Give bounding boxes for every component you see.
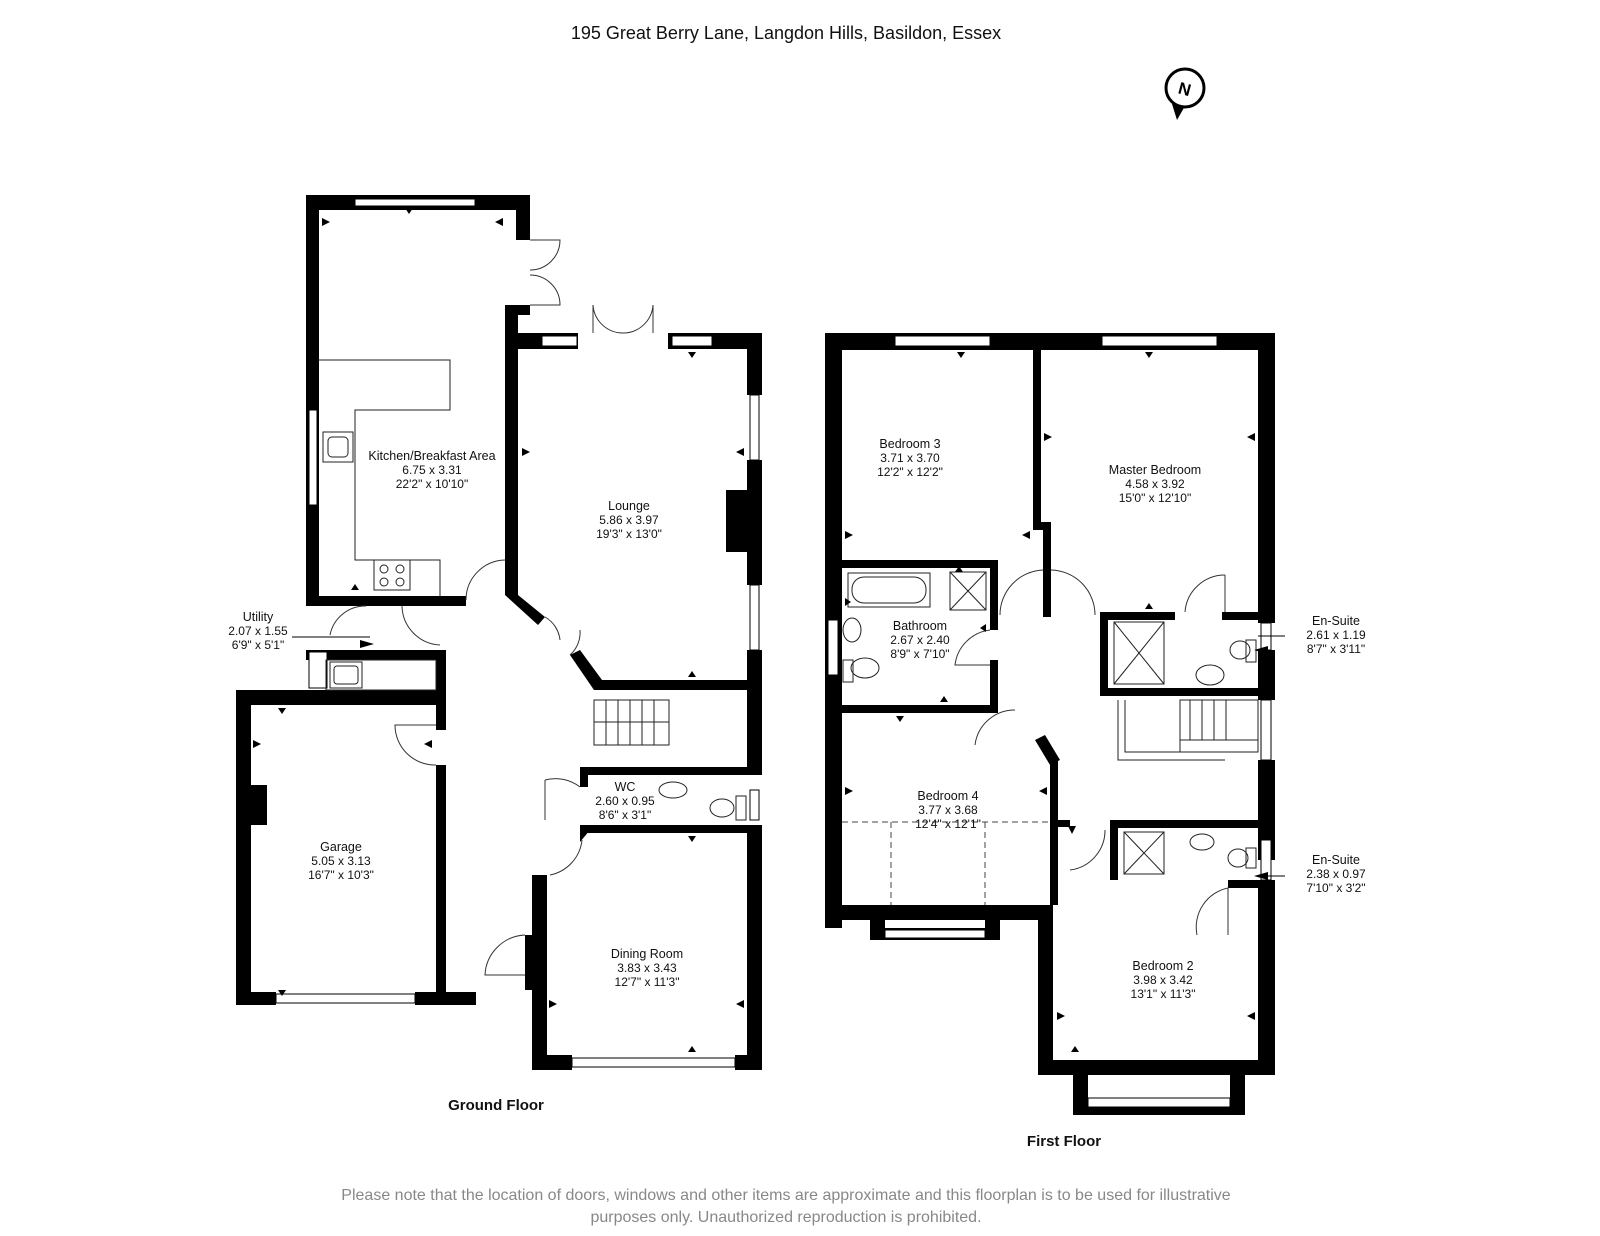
svg-text:4.58 x 3.92: 4.58 x 3.92 — [1125, 477, 1185, 491]
svg-text:22'2" x 10'10": 22'2" x 10'10" — [396, 477, 469, 491]
svg-text:2.60 x 0.95: 2.60 x 0.95 — [595, 794, 655, 808]
first-floor-doors — [954, 569, 1229, 936]
room-label-garage: Garage 5.05 x 3.13 16'7" x 10'3" — [308, 840, 374, 882]
room-label-kitchen: Kitchen/Breakfast Area 6.75 x 3.31 22'2"… — [368, 449, 495, 491]
svg-text:12'2" x 12'2": 12'2" x 12'2" — [877, 465, 943, 479]
ground-floor-walls — [236, 195, 762, 1070]
svg-text:3.83 x 3.43: 3.83 x 3.43 — [617, 961, 677, 975]
room-label-bathroom: Bathroom 2.67 x 2.40 8'9" x 7'10" — [890, 619, 950, 661]
room-label-bedroom4: Bedroom 4 3.77 x 3.68 12'4" x 12'1" — [915, 789, 981, 831]
svg-text:En-Suite: En-Suite — [1312, 853, 1360, 867]
svg-text:Kitchen/Breakfast Area: Kitchen/Breakfast Area — [368, 449, 495, 463]
room-label-bedroom3: Bedroom 3 3.71 x 3.70 12'2" x 12'2" — [877, 437, 943, 479]
svg-text:12'4" x 12'1": 12'4" x 12'1" — [915, 817, 981, 831]
svg-text:Bedroom 3: Bedroom 3 — [879, 437, 940, 451]
ground-floor-fixtures — [278, 359, 747, 996]
room-label-master-bedroom: Master Bedroom 4.58 x 3.92 15'0" x 12'10… — [1109, 463, 1201, 505]
svg-text:8'6" x 3'1": 8'6" x 3'1" — [599, 808, 651, 822]
svg-text:5.86 x 3.97: 5.86 x 3.97 — [599, 513, 659, 527]
first-floor-measure-marks — [845, 352, 1268, 1052]
room-label-utility: Utility 2.07 x 1.55 6'9" x 5'1" — [228, 610, 288, 652]
svg-text:3.71 x 3.70: 3.71 x 3.70 — [880, 451, 940, 465]
svg-text:2.67 x 2.40: 2.67 x 2.40 — [890, 633, 950, 647]
first-floor-fixtures — [842, 571, 1259, 905]
svg-text:En-Suite: En-Suite — [1312, 614, 1360, 628]
disclaimer-line-1: Please note that the location of doors, … — [341, 1187, 1230, 1204]
property-address-title: 195 Great Berry Lane, Langdon Hills, Bas… — [571, 23, 1001, 43]
ground-floor-measure-marks — [253, 208, 744, 1052]
svg-text:7'10" x 3'2": 7'10" x 3'2" — [1306, 881, 1365, 895]
svg-text:2.07 x 1.55: 2.07 x 1.55 — [228, 624, 288, 638]
svg-text:6'9" x 5'1": 6'9" x 5'1" — [232, 638, 284, 652]
svg-text:Master Bedroom: Master Bedroom — [1109, 463, 1201, 477]
ground-floor-windows — [275, 198, 760, 1068]
svg-text:8'7" x 3'11": 8'7" x 3'11" — [1307, 642, 1365, 656]
north-compass-icon: N — [1164, 67, 1206, 120]
ground-floor-doors — [329, 239, 654, 976]
room-label-wc: WC 2.60 x 0.95 8'6" x 3'1" — [595, 780, 655, 822]
svg-text:2.38 x 0.97: 2.38 x 0.97 — [1306, 867, 1366, 881]
svg-text:Bedroom 4: Bedroom 4 — [917, 789, 978, 803]
svg-text:5.05 x 3.13: 5.05 x 3.13 — [311, 854, 371, 868]
compass-letter: N — [1176, 79, 1193, 101]
svg-text:Garage: Garage — [320, 840, 362, 854]
svg-text:15'0" x 12'10": 15'0" x 12'10" — [1119, 491, 1192, 505]
svg-text:3.77 x 3.68: 3.77 x 3.68 — [918, 803, 978, 817]
svg-text:Utility: Utility — [243, 610, 274, 624]
room-label-dining: Dining Room 3.83 x 3.43 12'7" x 11'3" — [611, 947, 683, 989]
svg-text:Dining Room: Dining Room — [611, 947, 683, 961]
room-label-ensuite-2: En-Suite 2.38 x 0.97 7'10" x 3'2" — [1306, 853, 1366, 895]
svg-text:6.75 x 3.31: 6.75 x 3.31 — [402, 463, 462, 477]
svg-text:WC: WC — [615, 780, 636, 794]
svg-text:13'1" x 11'3": 13'1" x 11'3" — [1131, 987, 1196, 1001]
ground-floor-stairs — [593, 699, 670, 746]
room-label-ensuite-1: En-Suite 2.61 x 1.19 8'7" x 3'11" — [1306, 614, 1366, 656]
svg-text:8'9" x 7'10": 8'9" x 7'10" — [890, 647, 949, 661]
svg-text:19'3" x 13'0": 19'3" x 13'0" — [596, 527, 662, 541]
svg-text:Bathroom: Bathroom — [893, 619, 947, 633]
svg-text:2.61 x 1.19: 2.61 x 1.19 — [1306, 628, 1366, 642]
svg-text:12'7" x 11'3": 12'7" x 11'3" — [615, 975, 680, 989]
disclaimer-line-2: purposes only. Unauthorized reproduction… — [590, 1209, 981, 1226]
ground-floor-label: Ground Floor — [448, 1097, 544, 1114]
svg-text:3.98 x 3.42: 3.98 x 3.42 — [1133, 973, 1193, 987]
svg-text:16'7" x 10'3": 16'7" x 10'3" — [308, 868, 374, 882]
room-label-lounge: Lounge 5.86 x 3.97 19'3" x 13'0" — [596, 499, 662, 541]
svg-text:Bedroom 2: Bedroom 2 — [1132, 959, 1193, 973]
svg-text:Lounge: Lounge — [608, 499, 650, 513]
first-floor-label: First Floor — [1027, 1133, 1101, 1150]
first-floor-stairs — [1117, 699, 1259, 761]
room-label-bedroom2: Bedroom 2 3.98 x 3.42 13'1" x 11'3" — [1131, 959, 1196, 1001]
